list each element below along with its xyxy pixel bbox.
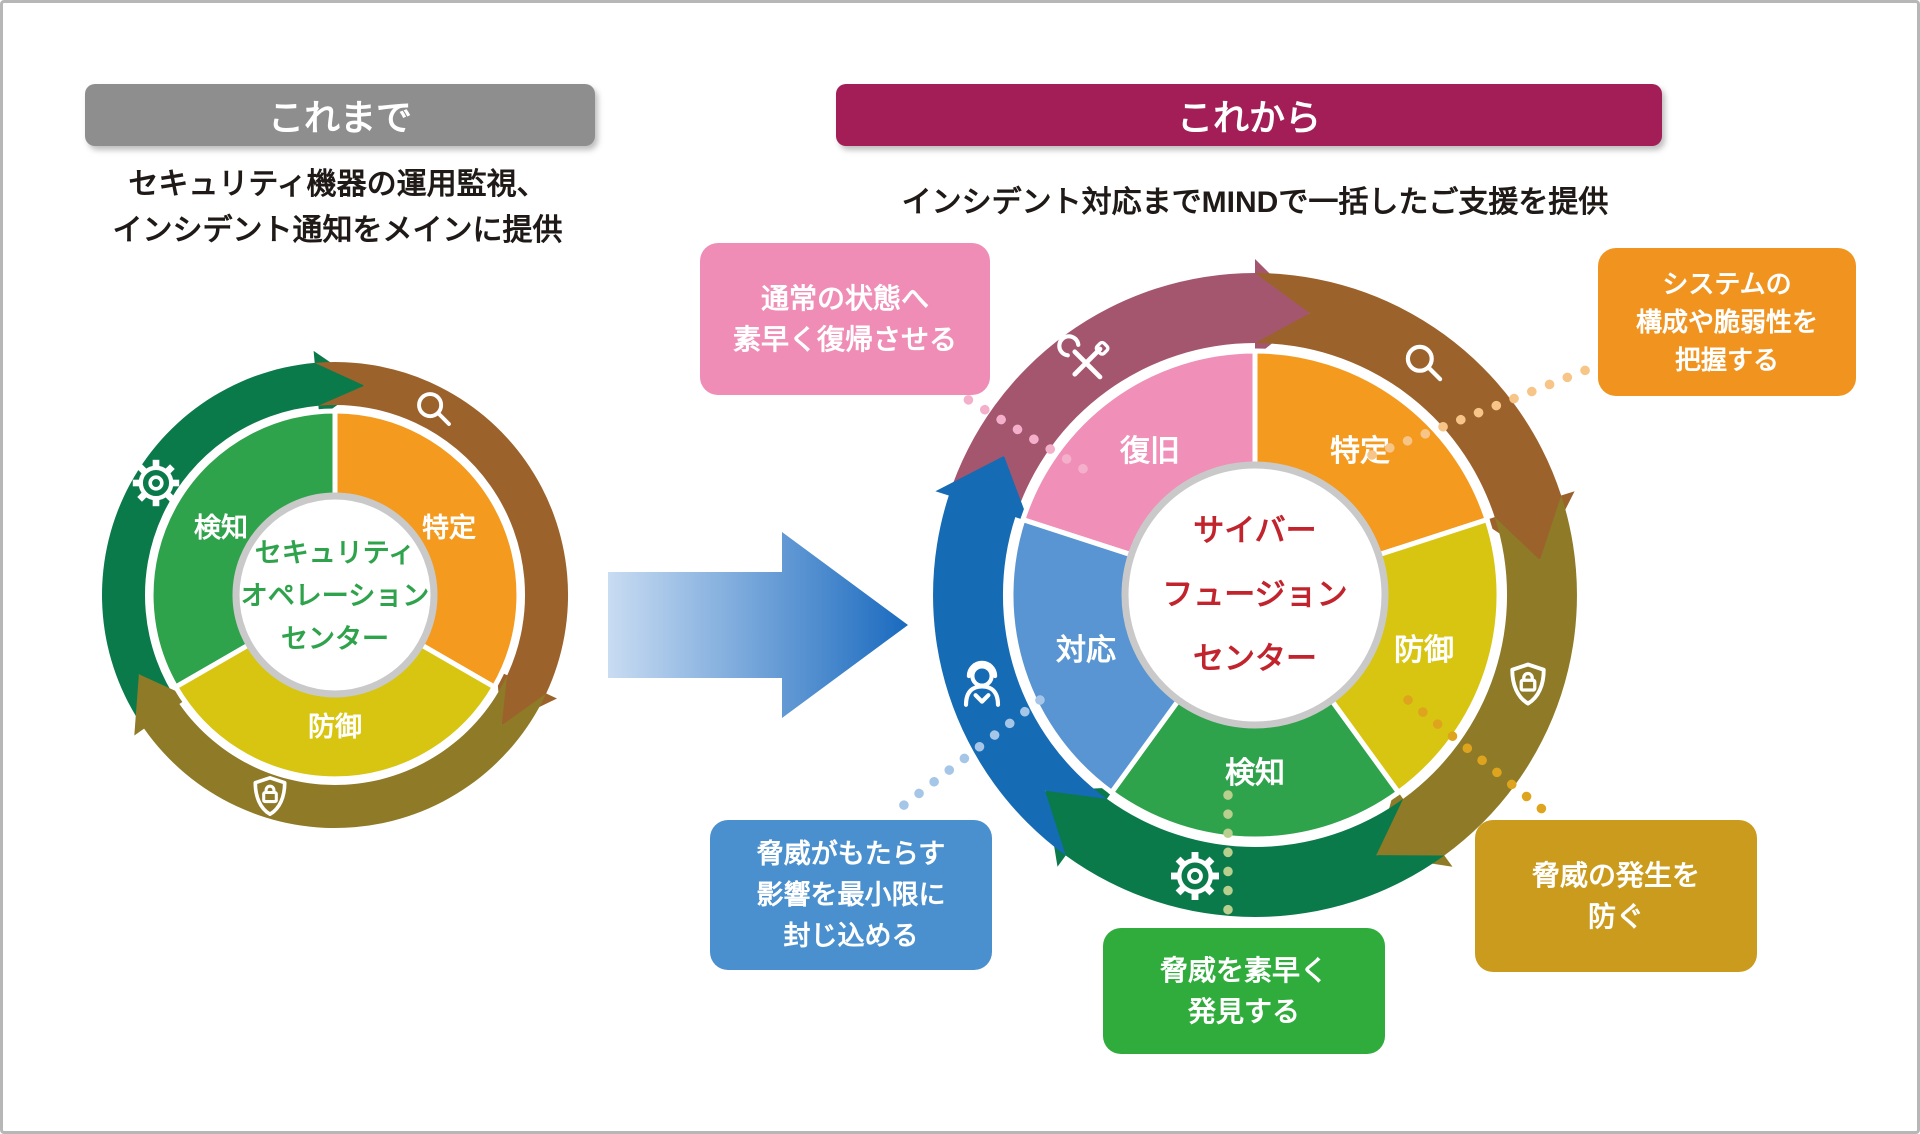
callout-recovery-line2: 素早く復帰させる bbox=[732, 324, 957, 355]
after-header: これから bbox=[836, 84, 1662, 146]
soc-center-circle bbox=[232, 492, 438, 698]
soc-label-detect: 検知 bbox=[194, 513, 248, 543]
connector-prevent bbox=[1403, 695, 1558, 823]
cfc-diagram: サイバー フュージョン センター 復旧 特定 防御 検知 対応 bbox=[933, 259, 1577, 918]
soc-label-protect: 防御 bbox=[308, 712, 362, 742]
soc-label-identify: 特定 bbox=[422, 512, 476, 543]
after-header-label: これから bbox=[1176, 97, 1321, 138]
callout-identify-line2: 構成や脆弱性を bbox=[1635, 307, 1818, 337]
soc-center-line2: オペレーション bbox=[241, 581, 429, 611]
callout-prevent-line2: 防ぐ bbox=[1587, 901, 1644, 932]
before-header-label: これまで bbox=[267, 97, 412, 138]
after-description: インシデント対応までMINDで一括したご支援を提供 bbox=[845, 180, 1665, 226]
cfc-center-line1: サイバー bbox=[1193, 513, 1316, 548]
callout-identify-line1: システムの bbox=[1662, 269, 1792, 299]
callout-respond: 脅威がもたらす 影響を最小限に 封じ込める bbox=[710, 820, 992, 970]
before-header: これまで bbox=[85, 84, 595, 146]
cfc-center-line3: センター bbox=[1193, 641, 1317, 676]
soc-center-line3: センター bbox=[281, 624, 389, 654]
callout-detect-line2: 発見する bbox=[1187, 996, 1300, 1027]
soc-diagram: セキュリティ オペレーション センター 検知 特定 防御 bbox=[102, 350, 569, 829]
transform-arrow bbox=[608, 532, 908, 718]
callout-identify-line3: 把握する bbox=[1674, 345, 1779, 375]
connector-identify bbox=[1367, 361, 1601, 460]
cfc-center-circle bbox=[1121, 461, 1389, 729]
cfc-label-recovery: 復旧 bbox=[1119, 435, 1180, 468]
callout-respond-line1: 脅威がもたらす bbox=[756, 838, 946, 869]
callout-recovery: 通常の状態へ 素早く復帰させる bbox=[700, 243, 990, 395]
connector-respond bbox=[890, 695, 1045, 817]
callout-respond-line3: 封じ込める bbox=[783, 920, 919, 951]
callout-respond-line2: 影響を最小限に bbox=[756, 879, 946, 910]
soc-ring-segment-detect bbox=[102, 350, 365, 729]
before-description-line1: セキュリティ機器の運用監視、 bbox=[128, 168, 547, 201]
callout-recovery-line1: 通常の状態へ bbox=[760, 283, 929, 314]
cfc-label-detect: 検知 bbox=[1225, 757, 1285, 790]
cfc-ring-segment-respond bbox=[933, 455, 1107, 856]
connector-recovery bbox=[947, 385, 1090, 475]
cfc-ring-segment-detect bbox=[1045, 787, 1445, 918]
callout-identify: システムの 構成や脆弱性を 把握する bbox=[1598, 248, 1856, 396]
callout-prevent-line1: 脅威の発生を bbox=[1531, 860, 1700, 891]
callout-prevent: 脅威の発生を 防ぐ bbox=[1475, 820, 1757, 972]
cfc-ring-segment-protect bbox=[1376, 495, 1577, 867]
before-description-line2: インシデント通知をメインに提供 bbox=[112, 214, 563, 247]
cfc-label-respond: 対応 bbox=[1056, 634, 1116, 667]
after-description-line: インシデント対応までMINDで一括したご支援を提供 bbox=[901, 186, 1609, 219]
soc-ring-segment-identify bbox=[314, 362, 569, 726]
soc-center-line1: セキュリティ bbox=[255, 538, 415, 568]
before-description: セキュリティ機器の運用監視、 インシデント通知をメインに提供 bbox=[55, 162, 620, 254]
callout-detect: 脅威を素早く 発見する bbox=[1103, 928, 1385, 1054]
cfc-ring-segment-recovery bbox=[948, 259, 1310, 518]
cfc-label-identify: 特定 bbox=[1330, 434, 1390, 468]
callout-detect-line1: 脅威を素早く bbox=[1159, 955, 1328, 986]
cfc-label-protect: 防御 bbox=[1394, 634, 1454, 667]
cfc-center-line2: フュージョン bbox=[1162, 577, 1347, 612]
cfc-ring-segment-identify bbox=[1255, 273, 1575, 560]
soc-ring-segment-protect bbox=[134, 674, 547, 829]
